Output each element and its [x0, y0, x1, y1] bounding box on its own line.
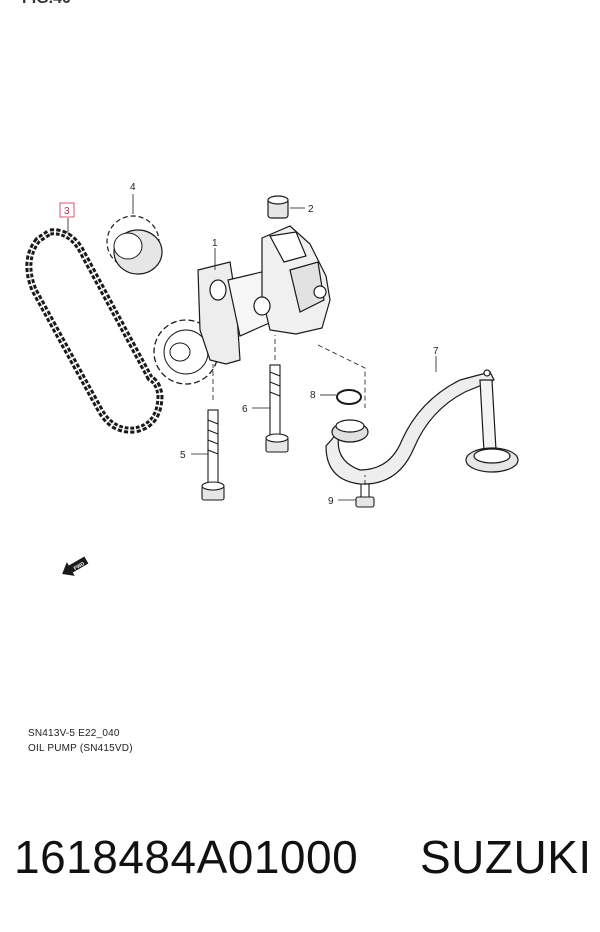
callout-6: 6	[242, 404, 248, 415]
diagram-title: OIL PUMP (SN415VD)	[28, 743, 133, 754]
assembly-lines	[212, 335, 366, 485]
figure-label: FIG.40	[22, 0, 71, 8]
callout-3-box	[59, 202, 75, 218]
footer-strip	[0, 780, 600, 932]
leader-lines	[67, 194, 437, 501]
callout-2: 2	[308, 204, 314, 215]
oil-pump-diagram: 1 2 3 4 5 6 7 8 9 FWD	[25, 182, 519, 576]
callout-5: 5	[180, 450, 186, 461]
brand-name: SUZUKI	[420, 831, 592, 883]
callout-3: 3	[64, 206, 70, 217]
oil-strainer	[325, 369, 519, 485]
part-number: 1618484A01000	[14, 831, 359, 883]
callout-9: 9	[328, 496, 334, 507]
fwd-label: FWD	[73, 561, 86, 572]
plug	[267, 195, 289, 219]
small-bolt	[355, 483, 375, 508]
fwd-arrow-icon: FWD	[62, 556, 89, 576]
bolt-short	[265, 364, 289, 453]
callout-7: 7	[433, 346, 439, 357]
diagram-code: SN413V-5 E22_040	[28, 728, 120, 739]
callout-1: 1	[212, 238, 218, 249]
bolt-long	[201, 409, 225, 501]
timing-chain	[25, 228, 164, 434]
callout-4: 4	[130, 182, 136, 193]
o-ring	[336, 389, 362, 405]
callout-8: 8	[310, 390, 316, 401]
oil-pump-body	[197, 225, 331, 365]
drive-sprocket	[106, 215, 163, 275]
